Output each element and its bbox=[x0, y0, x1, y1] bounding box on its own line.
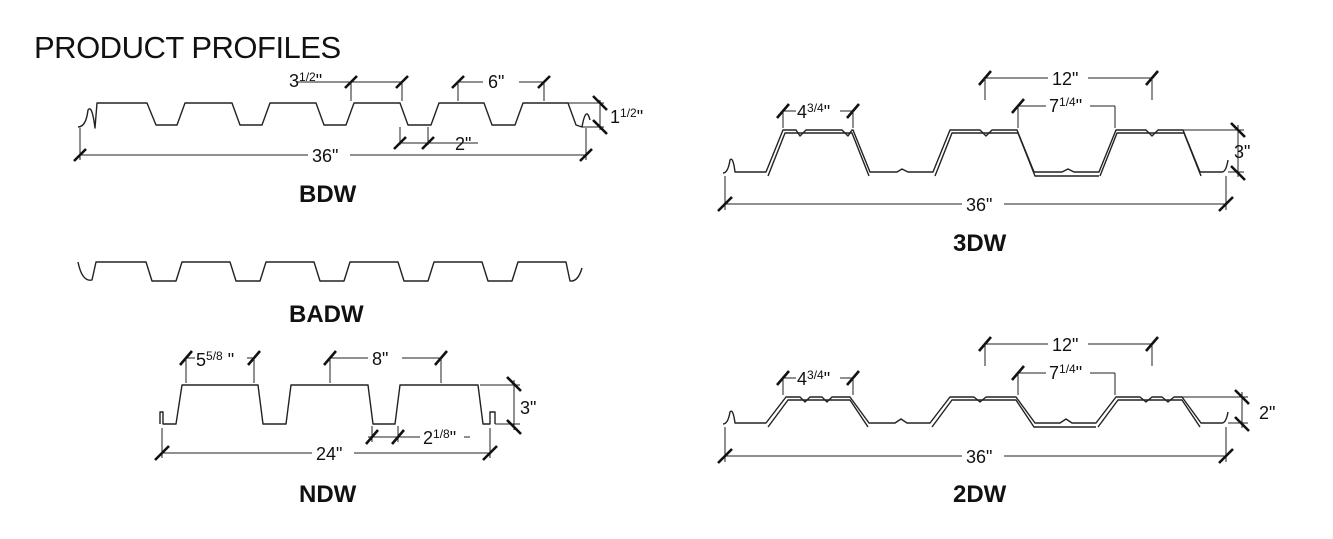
bdw-rib-label: 2" bbox=[455, 134, 471, 154]
bdw-top-width-label: 31/2" bbox=[289, 70, 322, 91]
2dw-tick bbox=[1234, 416, 1250, 432]
ndw-tick bbox=[154, 445, 170, 461]
3dw-caption: 3DW bbox=[953, 230, 1007, 257]
ndw-tick bbox=[506, 376, 522, 392]
2dw-cover-label: 36" bbox=[966, 447, 992, 467]
3dw-tick bbox=[717, 196, 733, 212]
ndw-tick bbox=[391, 429, 405, 445]
page-title: PRODUCT PROFILES bbox=[34, 30, 341, 65]
3dw-rib-label: 71/4" bbox=[1049, 95, 1082, 116]
2dw-top-width-label: 43/4" bbox=[797, 368, 830, 389]
ndw-profile-group: 55/8 " 8" 3" 21/8" 24" NDW bbox=[154, 346, 536, 508]
2dw-tick bbox=[1234, 389, 1250, 405]
bdw-label-mask bbox=[483, 71, 519, 91]
ndw-label-mask bbox=[368, 348, 402, 368]
bdw-caption: BDW bbox=[299, 181, 357, 208]
ndw-pitch-label: 8" bbox=[372, 349, 388, 369]
ndw-caption: NDW bbox=[299, 481, 357, 508]
bdw-tick bbox=[73, 148, 87, 162]
3dw-profile-outline bbox=[722, 129, 1229, 174]
2dw-profile-group: 43/4" 12" 71/4" 2" 36" 2DW bbox=[717, 334, 1275, 508]
2dw-profile-inner bbox=[767, 399, 1201, 428]
2dw-label-mask bbox=[1048, 334, 1088, 354]
ndw-rib-label: 21/8" bbox=[423, 427, 456, 448]
2dw-label-mask bbox=[796, 366, 840, 388]
3dw-label-mask bbox=[962, 195, 1004, 213]
2dw-tick bbox=[1218, 448, 1234, 464]
3dw-label-mask bbox=[1048, 68, 1088, 88]
badw-profile-group: BADW bbox=[77, 261, 583, 328]
bdw-depth-label: 11/2" bbox=[610, 106, 643, 127]
badw-caption: BADW bbox=[289, 301, 364, 328]
ndw-top-width-label: 55/8 " bbox=[196, 349, 234, 370]
bdw-tick bbox=[579, 148, 593, 162]
bdw-profile-group: 31/2" 6" 11/2" 2" 36" BDW bbox=[73, 70, 643, 208]
2dw-caption: 2DW bbox=[953, 481, 1007, 508]
3dw-tick bbox=[1230, 122, 1246, 138]
ndw-tick bbox=[482, 445, 498, 461]
ndw-label-mask bbox=[195, 346, 247, 368]
2dw-pitch-label: 12" bbox=[1052, 335, 1078, 355]
badw-profile-outline bbox=[77, 261, 583, 282]
3dw-tick bbox=[1218, 196, 1234, 212]
ndw-cover-label: 24" bbox=[316, 444, 342, 464]
bdw-tick bbox=[592, 119, 608, 135]
3dw-label-mask bbox=[796, 99, 840, 121]
bdw-pitch-label: 6" bbox=[488, 72, 504, 92]
bdw-label-mask bbox=[308, 146, 350, 164]
3dw-depth-label: 3" bbox=[1234, 142, 1250, 162]
bdw-cover-label: 36" bbox=[312, 146, 338, 166]
2dw-label-mask bbox=[1046, 361, 1090, 383]
3dw-profile-group: 43/4" 12" 71/4" 3" 36" 3DW bbox=[717, 68, 1250, 257]
3dw-pitch-label: 12" bbox=[1052, 69, 1078, 89]
bdw-tick bbox=[592, 95, 608, 111]
3dw-tick bbox=[1230, 165, 1246, 181]
2dw-rib-label: 71/4" bbox=[1049, 362, 1082, 383]
ndw-label-mask bbox=[420, 426, 464, 448]
3dw-cover-label: 36" bbox=[966, 195, 992, 215]
2dw-tick bbox=[717, 448, 733, 464]
bdw-tick bbox=[393, 136, 407, 150]
ndw-label-mask bbox=[312, 444, 354, 462]
bdw-profile-outline bbox=[77, 102, 591, 129]
bdw-tick bbox=[421, 136, 435, 150]
ndw-tick bbox=[365, 429, 379, 445]
2dw-depth-label: 2" bbox=[1259, 403, 1275, 423]
2dw-label-mask bbox=[962, 447, 1004, 465]
ndw-depth-label: 3" bbox=[520, 398, 536, 418]
3dw-top-width-label: 43/4" bbox=[797, 101, 830, 122]
3dw-label-mask bbox=[1046, 94, 1090, 116]
ndw-profile-outline bbox=[159, 384, 496, 425]
ndw-tick bbox=[506, 419, 522, 435]
2dw-profile-outline bbox=[722, 396, 1229, 425]
3dw-profile-inner bbox=[767, 132, 1202, 177]
